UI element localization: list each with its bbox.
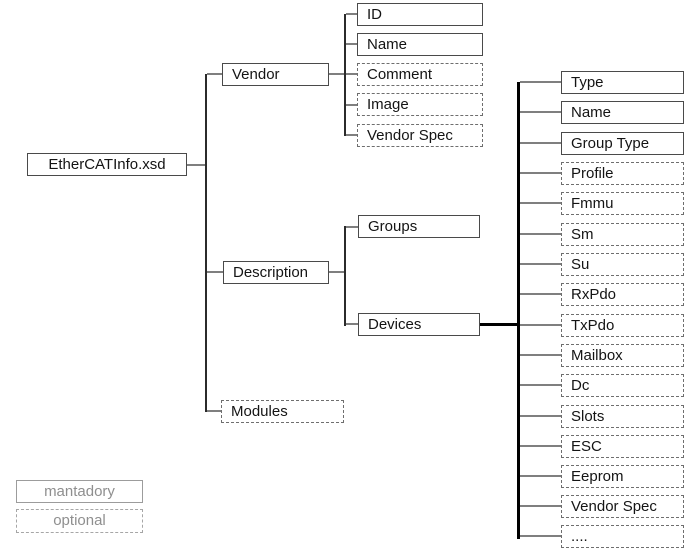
connector-vendor-out-stub	[329, 73, 344, 75]
node-modules: Modules	[221, 400, 344, 423]
connector-vendor-stub	[207, 73, 222, 75]
connector-modules-stub	[207, 410, 221, 412]
connector-mailbox-stub	[520, 354, 561, 356]
node-vendor-image: Image	[357, 93, 483, 116]
node-device-sm: Sm	[561, 223, 684, 246]
node-description: Description	[223, 261, 329, 284]
node-device-profile: Profile	[561, 162, 684, 185]
connector-name-stub	[346, 43, 357, 45]
connector-txpdo-stub	[520, 324, 561, 326]
node-devices: Devices	[358, 313, 480, 336]
connector-sm-stub	[520, 233, 561, 235]
node-vendor: Vendor	[222, 63, 329, 86]
node-device-name: Name	[561, 101, 684, 124]
node-vendor-id: ID	[357, 3, 483, 26]
connector-groups-stub	[346, 226, 358, 228]
connector-dc-stub	[520, 384, 561, 386]
node-device-type: Type	[561, 71, 684, 94]
node-device-slots: Slots	[561, 405, 684, 428]
node-groups: Groups	[358, 215, 480, 238]
connector-grouptype-stub	[520, 142, 561, 144]
legend-optional-box: optional	[16, 509, 143, 533]
connector-devices-out-line	[480, 323, 518, 326]
connector-eeprom-stub	[520, 475, 561, 477]
connector-description-stub	[207, 271, 223, 273]
connector-main-trunk	[205, 74, 207, 412]
connector-profile-stub	[520, 172, 561, 174]
connector-esc-stub	[520, 445, 561, 447]
node-device-su: Su	[561, 253, 684, 276]
connector-slots-stub	[520, 415, 561, 417]
node-ethercatinfo-root: EtherCATInfo.xsd	[27, 153, 187, 176]
connector-type-stub	[520, 81, 561, 83]
connector-description-children-trunk	[344, 226, 346, 326]
connector-devname-stub	[520, 111, 561, 113]
node-device-txpdo: TxPdo	[561, 314, 684, 337]
node-device-ellipsis: ....	[561, 525, 684, 548]
connector-devices-stub	[346, 323, 358, 325]
node-device-rxpdo: RxPdo	[561, 283, 684, 306]
legend-mandatory-box: mantadory	[16, 480, 143, 503]
connector-su-stub	[520, 263, 561, 265]
node-vendor-comment: Comment	[357, 63, 483, 86]
node-device-eeprom: Eeprom	[561, 465, 684, 488]
node-vendor-vendor-spec: Vendor Spec	[357, 124, 483, 147]
node-device-fmmu: Fmmu	[561, 192, 684, 215]
connector-root-stub	[187, 164, 205, 166]
node-vendor-name: Name	[357, 33, 483, 56]
node-device-vendor-spec: Vendor Spec	[561, 495, 684, 518]
connector-vendor-children-trunk	[344, 14, 346, 136]
connector-id-stub	[346, 13, 357, 15]
connector-devvendorspec-stub	[520, 505, 561, 507]
connector-ellipsis-stub	[520, 535, 561, 537]
connector-devices-children-trunk	[517, 82, 520, 539]
node-device-mailbox: Mailbox	[561, 344, 684, 367]
node-device-dc: Dc	[561, 374, 684, 397]
connector-image-stub	[346, 104, 357, 106]
connector-vendorspec-stub	[346, 134, 357, 136]
node-device-group-type: Group Type	[561, 132, 684, 155]
node-device-esc: ESC	[561, 435, 684, 458]
connector-rxpdo-stub	[520, 293, 561, 295]
connector-description-out-stub	[329, 271, 344, 273]
connector-comment-stub	[346, 73, 357, 75]
connector-fmmu-stub	[520, 202, 561, 204]
